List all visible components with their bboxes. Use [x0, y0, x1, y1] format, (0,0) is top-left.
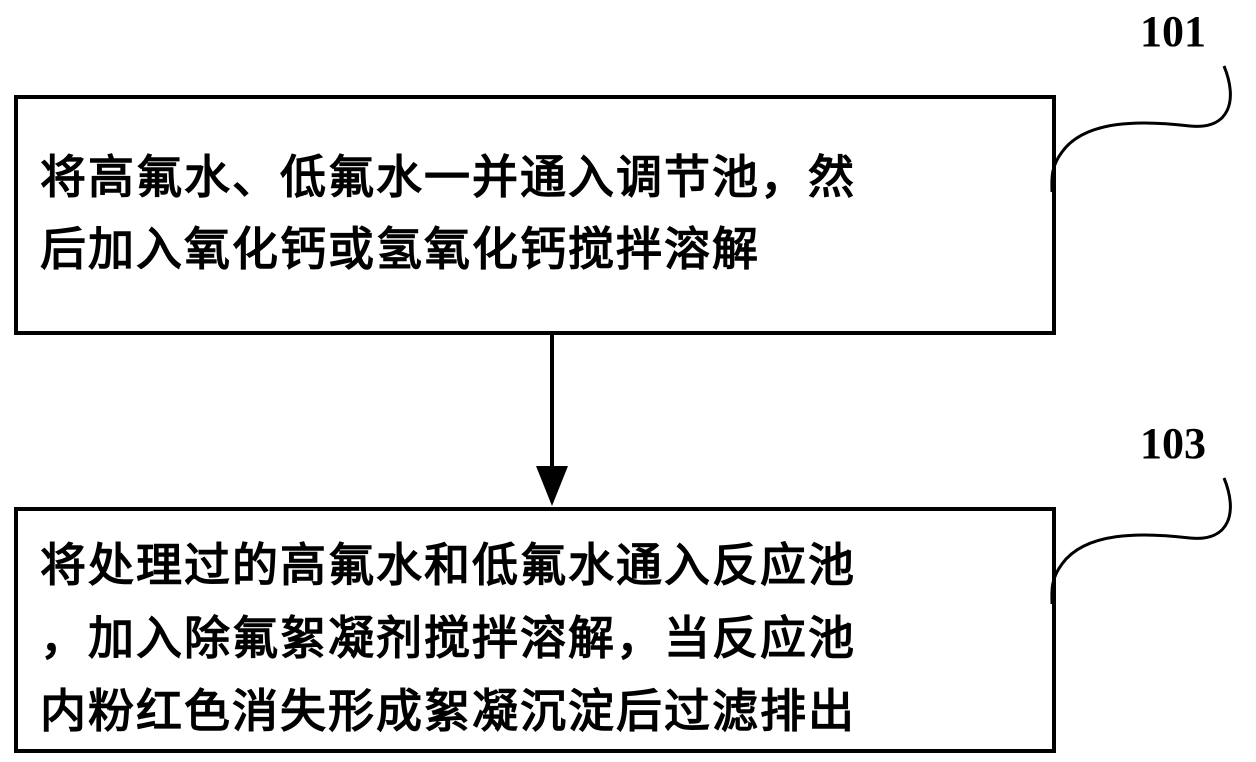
ref-label-101: 101 — [1140, 7, 1206, 56]
ref-label-103: 103 — [1140, 419, 1206, 468]
step-box-101: 将高氟水、低氟水一并通入调节池，然 后加入氧化钙或氢氧化钙搅拌溶解 — [14, 95, 1056, 335]
flow-arrow-head — [536, 466, 568, 506]
step-103-line-2: ，加入除氟絮凝剂搅拌溶解，当反应池 — [40, 611, 856, 665]
step-101-line-1: 将高氟水、低氟水一并通入调节池，然 — [40, 150, 856, 204]
step-101-line-2: 后加入氧化钙或氢氧化钙搅拌溶解 — [40, 222, 760, 276]
step-103-line-1: 将处理过的高氟水和低氟水通入反应池 — [40, 538, 856, 592]
step-103-line-3: 内粉红色消失形成絮凝沉淀后过滤排出 — [40, 684, 856, 738]
leader-curve-101 — [1050, 65, 1232, 193]
leader-curve-103 — [1050, 477, 1232, 605]
step-box-103: 将处理过的高氟水和低氟水通入反应池 ，加入除氟絮凝剂搅拌溶解，当反应池 内粉红色… — [14, 507, 1056, 753]
flow-arrow — [536, 335, 568, 506]
